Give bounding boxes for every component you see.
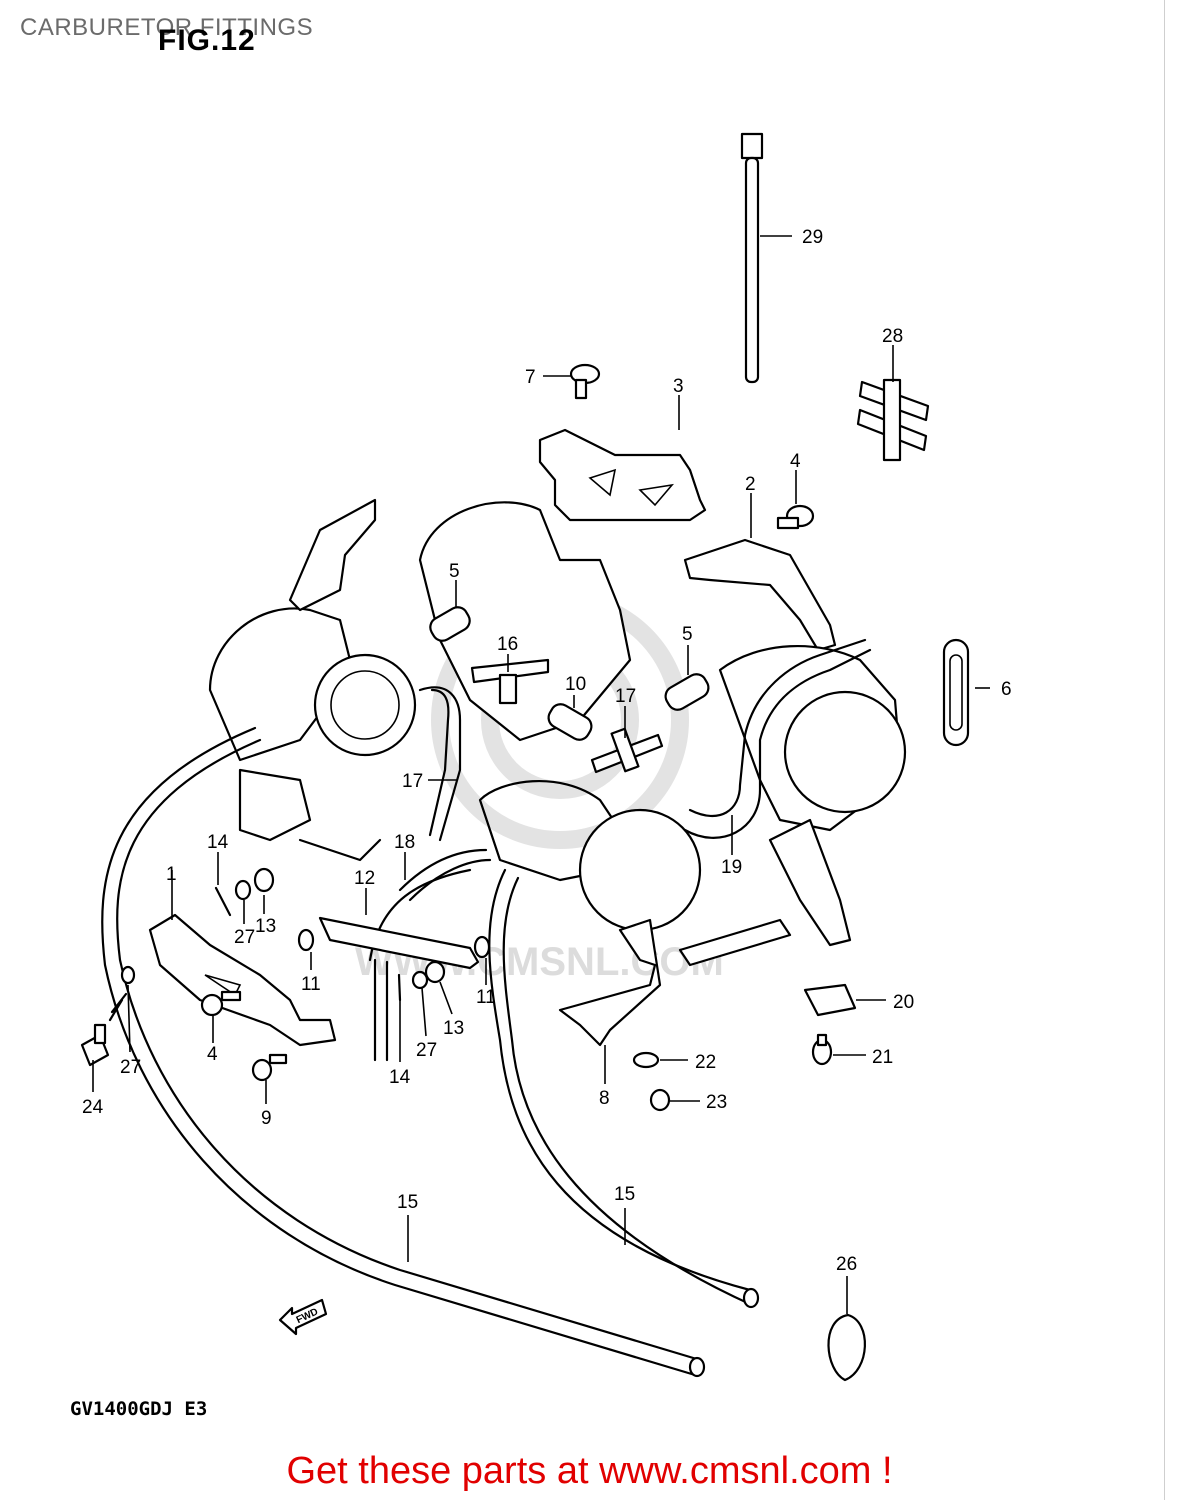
callout-12: 12 — [354, 868, 375, 889]
part-26-clip[interactable] — [827, 1313, 866, 1382]
callout-4-top: 4 — [790, 451, 801, 472]
callout-7: 7 — [525, 367, 536, 388]
part-22-washer[interactable] — [632, 1051, 660, 1069]
part-27-washer-right[interactable] — [411, 970, 429, 990]
part-19-hose[interactable] — [683, 638, 872, 839]
callout-17-lower: 18 — [394, 832, 415, 853]
callout-26: 26 — [836, 1254, 857, 1275]
model-code: GV1400GDJ E3 — [70, 1398, 208, 1420]
part-16-tee[interactable] — [470, 658, 550, 705]
figure-label: FIG.12 — [158, 24, 256, 57]
callout-14-right: 14 — [389, 1067, 411, 1088]
callout-27-right: 27 — [416, 1040, 437, 1061]
callout-9: 9 — [261, 1108, 272, 1129]
callout-11-right: 11 — [476, 987, 496, 1008]
fwd-arrow: FWD — [278, 1298, 328, 1336]
callout-5-left: 5 — [449, 561, 460, 582]
part-23-bolt[interactable] — [649, 1088, 671, 1112]
part-8-bracket[interactable] — [558, 918, 662, 1047]
callout-15-right: 15 — [614, 1184, 635, 1205]
callout-14-left: 14 — [207, 832, 229, 853]
part-13-collar-right[interactable] — [424, 960, 446, 984]
callout-15-left: 15 — [397, 1192, 418, 1213]
carburetor-left — [208, 498, 417, 862]
callout-23: 23 — [706, 1092, 727, 1113]
callout-29: 29 — [802, 227, 823, 248]
part-18-cross[interactable] — [590, 727, 664, 774]
part-15-drain-hose-right[interactable] — [488, 868, 760, 1309]
part-11-washer-right[interactable] — [473, 935, 491, 959]
callout-2: 2 — [745, 474, 756, 495]
part-21-screw[interactable] — [811, 1033, 833, 1066]
callout-17-upper: 17 — [402, 771, 423, 792]
part-11-washer-left[interactable] — [297, 928, 315, 952]
part-28-joint[interactable] — [856, 378, 930, 462]
part-25-spring[interactable] — [108, 965, 136, 1022]
callout-13-left: 13 — [255, 916, 276, 937]
callout-1: 1 — [166, 864, 177, 885]
callout-28: 28 — [882, 326, 903, 347]
holder-upper-right — [678, 818, 852, 967]
callout-27-left: 27 — [234, 927, 255, 948]
callout-11-left: 11 — [301, 974, 321, 995]
part-4-bolt-lower[interactable] — [200, 990, 242, 1017]
part-15-drain-hose-left[interactable] — [101, 726, 706, 1378]
part-10-joint[interactable] — [545, 701, 595, 744]
callout-13-right: 13 — [443, 1018, 464, 1039]
part-7-screw[interactable] — [569, 363, 601, 400]
callout-10: 10 — [565, 674, 586, 695]
part-17-hose-lower[interactable] — [398, 848, 492, 902]
callout-24: 24 — [82, 1097, 104, 1118]
part-3-bracket[interactable] — [538, 428, 707, 522]
callout-19: 19 — [721, 857, 742, 878]
callout-8: 8 — [599, 1088, 610, 1109]
part-9-screw[interactable] — [251, 1053, 288, 1082]
callout-25: 27 — [120, 1057, 141, 1078]
part-20-clamp[interactable] — [803, 983, 857, 1017]
callout-16: 16 — [497, 634, 518, 655]
part-2-bracket[interactable] — [683, 538, 837, 652]
part-13-collar-left[interactable] — [253, 867, 275, 893]
part-12-plate[interactable] — [318, 916, 480, 970]
part-5-joint-left[interactable] — [427, 604, 474, 645]
callout-18: 17 — [615, 686, 636, 707]
callout-21: 21 — [872, 1047, 893, 1068]
callout-22: 22 — [695, 1052, 716, 1073]
part-29-cable-tie[interactable] — [740, 132, 764, 384]
part-14-pin-right[interactable] — [397, 973, 402, 1002]
callout-4-lower: 4 — [207, 1044, 218, 1065]
callout-3: 3 — [673, 376, 684, 397]
callout-6: 6 — [1001, 679, 1012, 700]
part-24-screw[interactable] — [80, 1023, 110, 1067]
page-title: CARBURETOR FITTINGS — [20, 14, 314, 41]
promo-link[interactable]: Get these parts at www.cmsnl.com ! — [286, 1450, 893, 1492]
callout-5-right: 5 — [682, 624, 693, 645]
part-1-bracket[interactable] — [148, 913, 337, 1047]
callout-20: 20 — [893, 992, 914, 1013]
part-5-joint-right[interactable] — [662, 671, 712, 714]
part-4-bolt-top[interactable] — [776, 504, 815, 530]
callouts: 29 28 7 3 4 2 5 5 6 16 10 17 17 18 19 14… — [82, 227, 1012, 1314]
part-17-hose-upper[interactable] — [418, 686, 462, 842]
part-27-washer-left[interactable] — [234, 879, 252, 901]
part-14-pin-left[interactable] — [214, 886, 232, 917]
page-right-edge — [1164, 0, 1179, 1500]
part-6-bracket[interactable] — [942, 638, 970, 747]
